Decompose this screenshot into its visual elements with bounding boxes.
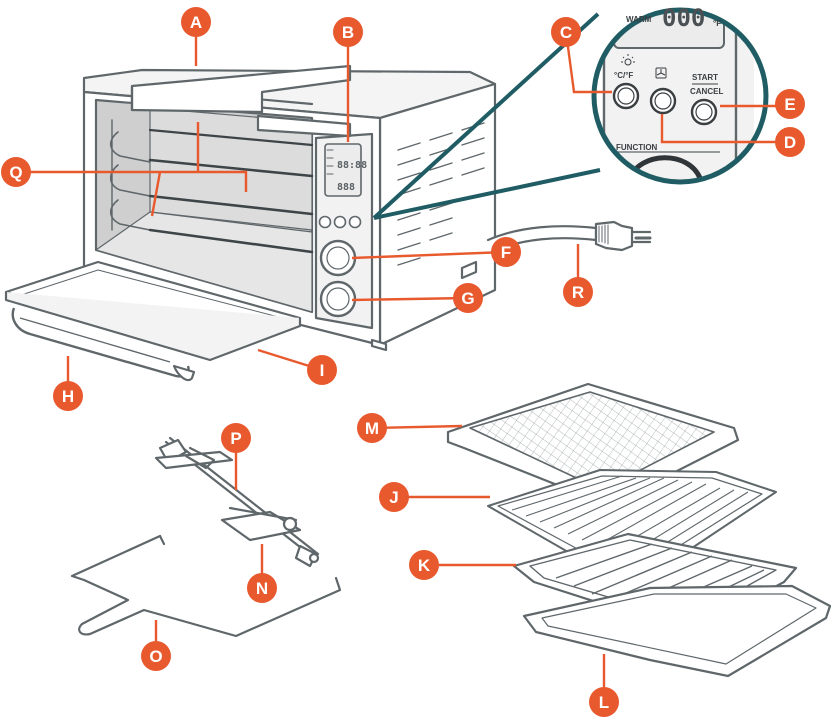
svg-text:888: 888 xyxy=(337,182,355,193)
rotisserie-spit xyxy=(154,436,320,568)
callout-j: J xyxy=(379,482,409,512)
cancel-label: CANCEL xyxy=(690,87,723,96)
start-label: START xyxy=(692,73,718,82)
callout-l: L xyxy=(589,687,619,717)
svg-text:O: O xyxy=(149,647,162,666)
zoom-detail: WARM 000 °F °C/°F START CANCEL FUNCTION xyxy=(372,4,769,220)
svg-text:C: C xyxy=(560,23,572,42)
crumb-tray xyxy=(522,584,832,678)
callout-e: E xyxy=(775,89,805,119)
svg-text:H: H xyxy=(62,387,74,406)
temperature-knob[interactable] xyxy=(319,280,357,318)
svg-text:I: I xyxy=(320,361,325,380)
unit-label: °F xyxy=(713,19,721,28)
callout-a: A xyxy=(181,7,211,37)
callout-d: D xyxy=(775,127,805,157)
power-cord xyxy=(486,220,652,254)
temperature-display: 000 xyxy=(662,4,705,32)
callout-f: F xyxy=(491,237,521,267)
crumb-tray-top xyxy=(130,64,352,138)
rotisserie-lifter xyxy=(70,534,342,638)
svg-text:P: P xyxy=(230,429,241,448)
callout-r: R xyxy=(563,277,593,307)
callout-n: N xyxy=(247,573,277,603)
svg-text:88:88: 88:88 xyxy=(337,160,367,171)
callout-i: I xyxy=(307,355,337,385)
cf-label: °C/°F xyxy=(614,71,633,80)
svg-text:F: F xyxy=(501,243,511,262)
svg-text:R: R xyxy=(572,283,584,302)
svg-text:N: N xyxy=(256,579,268,598)
fan-icon xyxy=(655,67,667,79)
callout-c: C xyxy=(551,17,581,47)
svg-text:B: B xyxy=(342,23,354,42)
callout-b: B xyxy=(333,17,363,47)
function-label: FUNCTION xyxy=(616,143,658,152)
plug xyxy=(594,220,634,252)
timer-knob[interactable] xyxy=(319,239,357,277)
display-screen xyxy=(324,143,362,197)
svg-text:M: M xyxy=(365,419,379,438)
svg-text:A: A xyxy=(190,13,202,32)
callout-badges: A B C D E F G H I J K L M N O P Q R xyxy=(1,7,805,717)
callout-k: K xyxy=(409,550,439,580)
callout-g: G xyxy=(453,283,483,313)
svg-text:L: L xyxy=(599,693,609,712)
callout-p: P xyxy=(221,423,251,453)
light-icon xyxy=(621,54,635,66)
callout-q: Q xyxy=(1,157,31,187)
callout-o: O xyxy=(141,641,171,671)
svg-text:E: E xyxy=(784,95,795,114)
svg-text:G: G xyxy=(461,289,474,308)
svg-text:K: K xyxy=(418,556,431,575)
callout-m: M xyxy=(357,413,387,443)
svg-text:J: J xyxy=(389,488,398,507)
callout-h: H xyxy=(53,381,83,411)
svg-text:Q: Q xyxy=(9,163,22,182)
warm-label: WARM xyxy=(626,15,652,24)
oven-door[interactable] xyxy=(4,260,302,382)
svg-text:D: D xyxy=(784,133,796,152)
